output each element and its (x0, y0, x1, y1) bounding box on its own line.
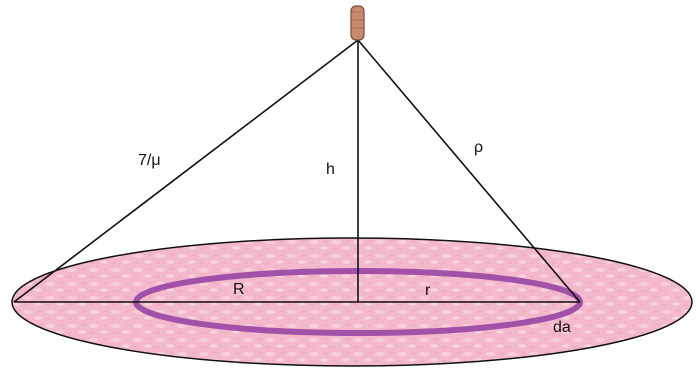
ring-element-label: da (553, 319, 571, 336)
height-label: h (326, 161, 335, 178)
slant-line-left (13, 39, 359, 303)
point-source-icon (350, 5, 365, 41)
slant-right-label: ρ (474, 139, 483, 156)
big-radius-label: R (233, 281, 245, 298)
slant-left-label: 7/μ (138, 152, 161, 169)
ring-radius-label: r (425, 282, 431, 299)
slant-line-right (357, 39, 581, 303)
